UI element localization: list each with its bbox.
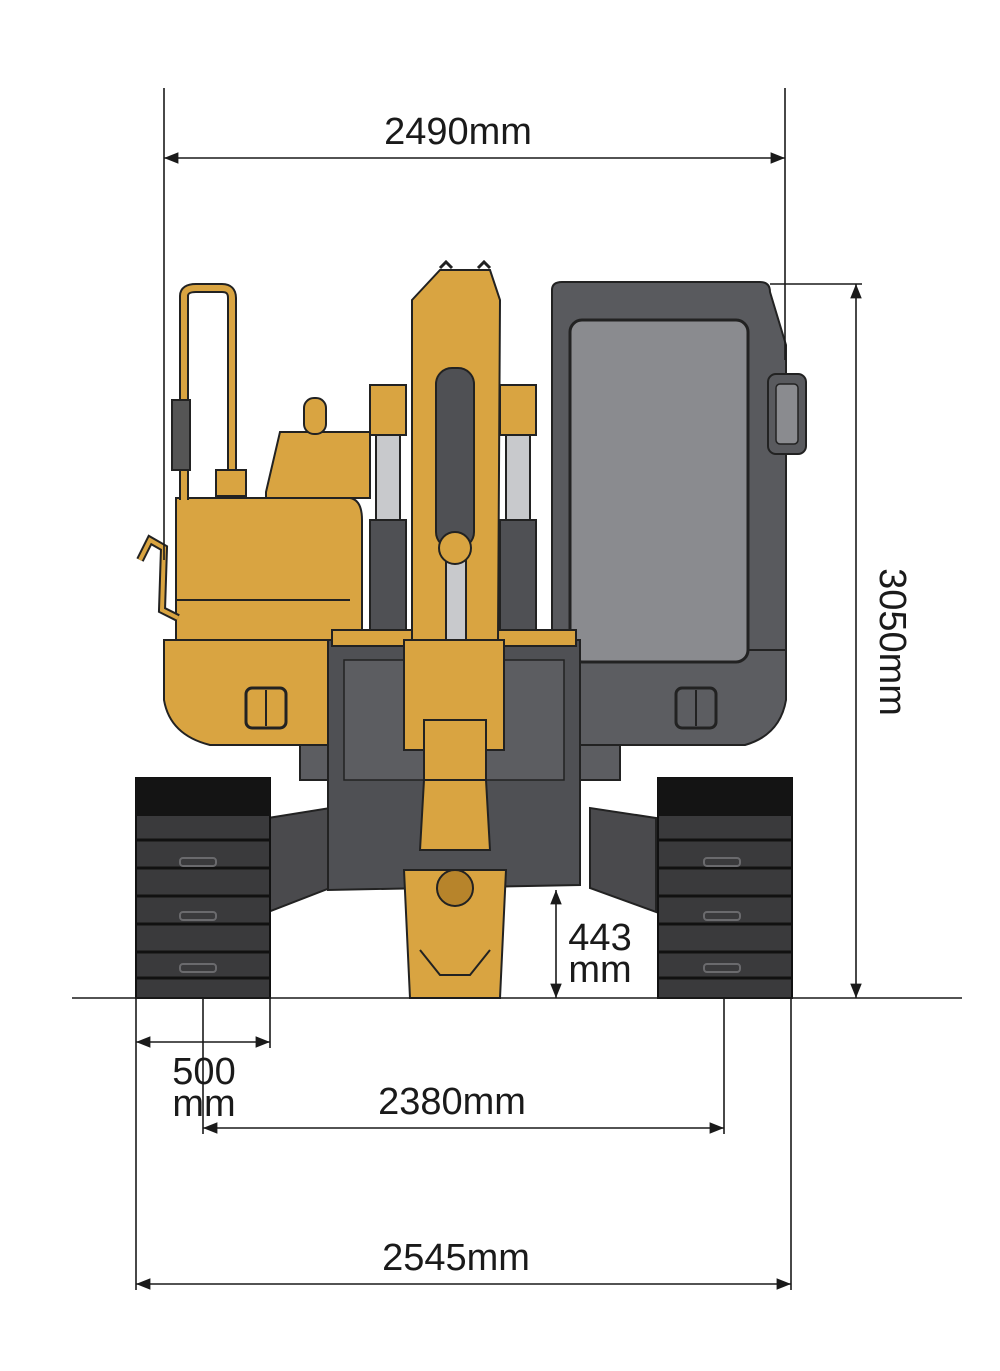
left-track [135, 777, 271, 999]
dimension-lines [72, 88, 962, 1290]
right-track [657, 777, 793, 999]
label-track-gauge: 2380mm [378, 1081, 526, 1123]
dimension-labels: 2490mm 3050mm 443 mm 500 mm 2380mm 2545m… [172, 111, 913, 1279]
engine-hood [175, 397, 371, 641]
label-shoe-width-unit: mm [172, 1083, 235, 1125]
operator-cab [551, 281, 807, 664]
label-clearance-unit: mm [568, 949, 631, 991]
boom-cylinders [369, 384, 537, 631]
label-clearance-value: 443 [568, 917, 631, 959]
label-overall-track-width: 2545mm [382, 1237, 530, 1279]
label-overall-height: 3050mm [871, 568, 913, 716]
arm-and-bucket [402, 639, 508, 999]
label-top-width: 2490mm [384, 111, 532, 153]
label-shoe-width-value: 500 [172, 1051, 235, 1093]
upper-body-base [163, 639, 787, 746]
excavator-front-view [135, 259, 807, 999]
